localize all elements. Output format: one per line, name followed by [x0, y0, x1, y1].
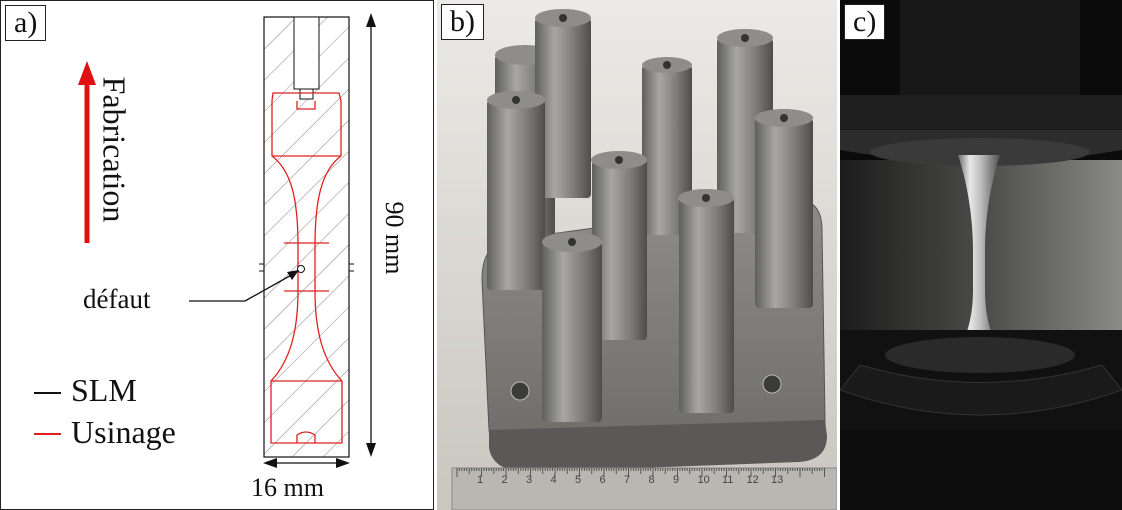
legend-label-usinage: Usinage — [71, 414, 176, 450]
fabrication-arrow-head — [78, 61, 96, 85]
build-plate-photo — [437, 0, 837, 510]
test-machine-photo — [840, 0, 1122, 510]
top-hole — [293, 16, 320, 90]
machined-profile — [270, 92, 343, 444]
defect-marker — [297, 265, 305, 273]
ruler-number: 6 — [599, 474, 606, 486]
ruler-number: 3 — [526, 474, 533, 486]
ruler-number: 8 — [648, 474, 655, 486]
dim-vertical-label: 90 mm — [380, 201, 409, 275]
ruler-number: 1 — [477, 474, 484, 486]
panel-a-drawing: a) — [0, 0, 434, 510]
ruler-number: 2 — [501, 474, 508, 486]
cylinders — [487, 9, 813, 422]
specimen — [956, 155, 1002, 355]
ruler-number: 10 — [697, 474, 710, 486]
ruler-number: 11 — [722, 474, 734, 486]
dim-horizontal-label: 16 mm — [251, 473, 324, 502]
ruler-number: 13 — [771, 474, 784, 486]
ruler-number: 7 — [624, 474, 631, 486]
legend-label-slm: SLM — [71, 372, 137, 408]
ruler-number: 12 — [746, 474, 759, 486]
panel-b-photo: b) — [437, 0, 837, 510]
specimen-drawing — [34, 13, 376, 468]
panel-a-tag: a) — [5, 5, 47, 41]
ruler-number: 5 — [575, 474, 582, 486]
ruler — [451, 467, 837, 510]
panel-c-tag: c) — [844, 4, 886, 40]
ruler-number: 4 — [550, 474, 557, 486]
fabrication-label: Fabrication — [96, 76, 133, 223]
panel-b-tag: b) — [441, 4, 484, 40]
defect-label: défaut — [83, 284, 151, 314]
panel-c-photo: c) — [840, 0, 1122, 510]
ruler-number: 9 — [673, 474, 680, 486]
